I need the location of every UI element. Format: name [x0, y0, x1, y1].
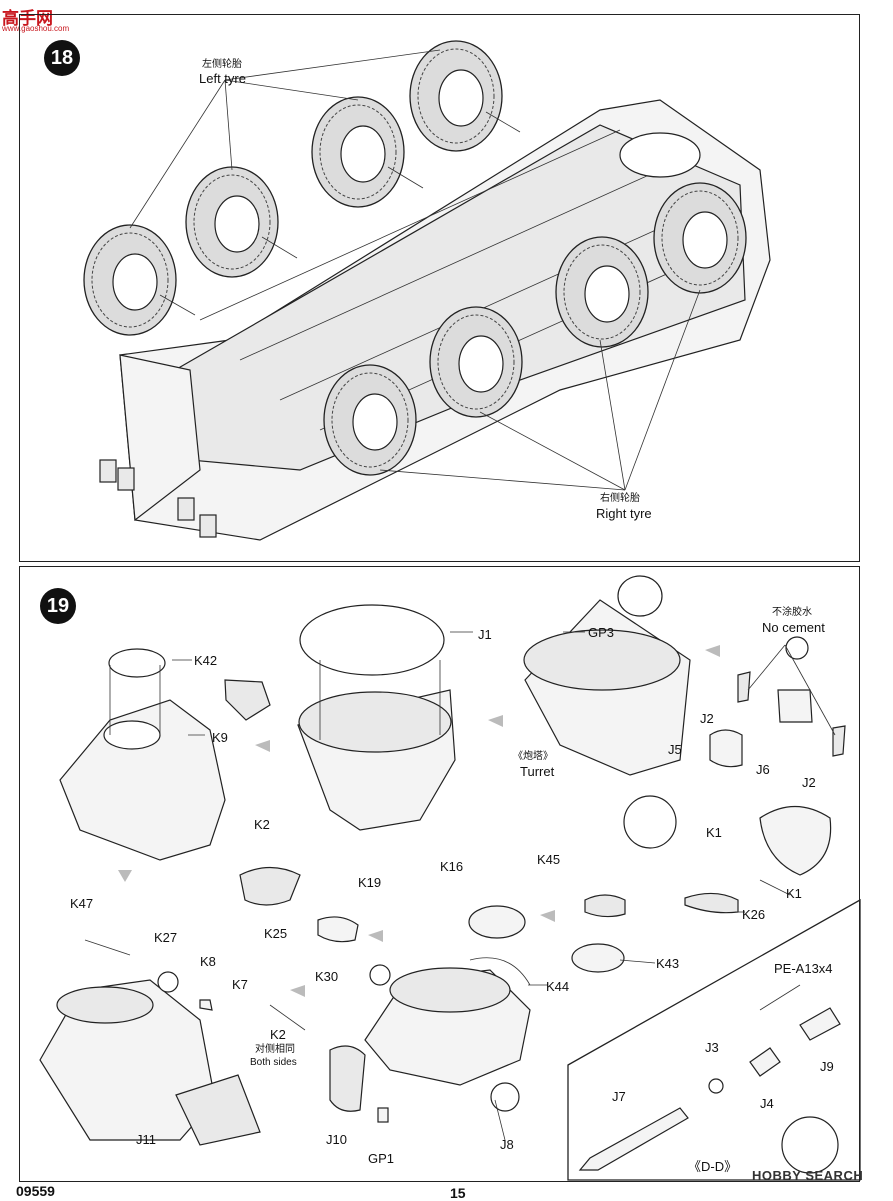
- part-PE-A13: PE-A13x4: [774, 961, 833, 976]
- part-J2-right: J2: [802, 775, 816, 790]
- watermark-brand: 高手网: [2, 9, 53, 28]
- turret-label: Turret: [520, 764, 555, 779]
- right-tyre-2: [429, 306, 523, 418]
- right-tyre-label-cn: 右侧轮胎: [600, 493, 640, 504]
- part-K30: K30: [315, 969, 339, 984]
- part-K7: K7: [232, 977, 248, 992]
- kit-number: 09559: [16, 1183, 55, 1199]
- no-cement-label: No cement: [762, 620, 825, 635]
- right-tyre-3: [555, 236, 649, 348]
- turret-label-cn: 《炮塔》: [513, 751, 553, 762]
- part-K27: K27: [154, 930, 178, 945]
- right-tyre-label: Right tyre: [596, 506, 652, 521]
- right-tyre-4: [653, 182, 747, 294]
- part-K42: K42: [194, 653, 218, 668]
- left-tyre-3: [311, 96, 405, 208]
- page-number: 15: [450, 1185, 466, 1201]
- part-J7: J7: [612, 1089, 626, 1104]
- part-K16: K16: [440, 859, 464, 874]
- part-K8: K8: [200, 954, 216, 969]
- part-GP3: GP3: [588, 625, 615, 640]
- part-K43: K43: [656, 956, 680, 971]
- watermark-url: www.gaoshou.com: [2, 24, 70, 33]
- left-tyre-label: Left tyre: [199, 71, 246, 86]
- part-J6: J6: [756, 762, 770, 777]
- step-18-panel: [19, 14, 860, 562]
- part-J5: J5: [668, 742, 682, 757]
- part-K19: K19: [358, 875, 382, 890]
- part-K47: K47: [70, 896, 94, 911]
- part-J9: J9: [820, 1059, 834, 1074]
- part-J8: J8: [500, 1137, 514, 1152]
- both-sides-label-cn: 对侧相同: [255, 1044, 295, 1055]
- step-18-badge: 18: [44, 40, 80, 76]
- part-K2-bottom: K2: [270, 1027, 286, 1042]
- source-watermark: HOBBY SEARCH: [752, 1168, 864, 1183]
- part-J1: J1: [478, 627, 492, 642]
- turret-base-1: [59, 699, 226, 861]
- part-J11: J11: [136, 1132, 156, 1147]
- no-cement-label-cn: 不涂胶水: [772, 607, 812, 618]
- part-K1-top: K1: [706, 825, 722, 840]
- part-J2-left: J2: [700, 711, 714, 726]
- both-sides-label: Both sides: [250, 1057, 297, 1068]
- left-tyre-2: [185, 166, 279, 278]
- part-K26: K26: [742, 907, 766, 922]
- part-K25: K25: [264, 926, 288, 941]
- part-J10: J10: [326, 1132, 347, 1147]
- right-tyre-1: [323, 364, 417, 476]
- part-K1-bottom: K1: [786, 886, 802, 901]
- left-tyre-1: [83, 224, 177, 336]
- part-K9: K9: [212, 730, 228, 745]
- part-GP1: GP1: [368, 1151, 395, 1166]
- step-19-badge: 19: [40, 588, 76, 624]
- step-19-panel: [19, 566, 860, 1182]
- section-DD-label: 《D-D》: [688, 1159, 738, 1174]
- part-J4: J4: [760, 1096, 774, 1111]
- part-K44: K44: [546, 979, 570, 994]
- left-tyre-4: [409, 40, 503, 152]
- left-tyre-label-cn: 左侧轮胎: [202, 59, 242, 70]
- part-J3: J3: [705, 1040, 719, 1055]
- part-K45: K45: [537, 852, 561, 867]
- part-K2-top: K2: [254, 817, 270, 832]
